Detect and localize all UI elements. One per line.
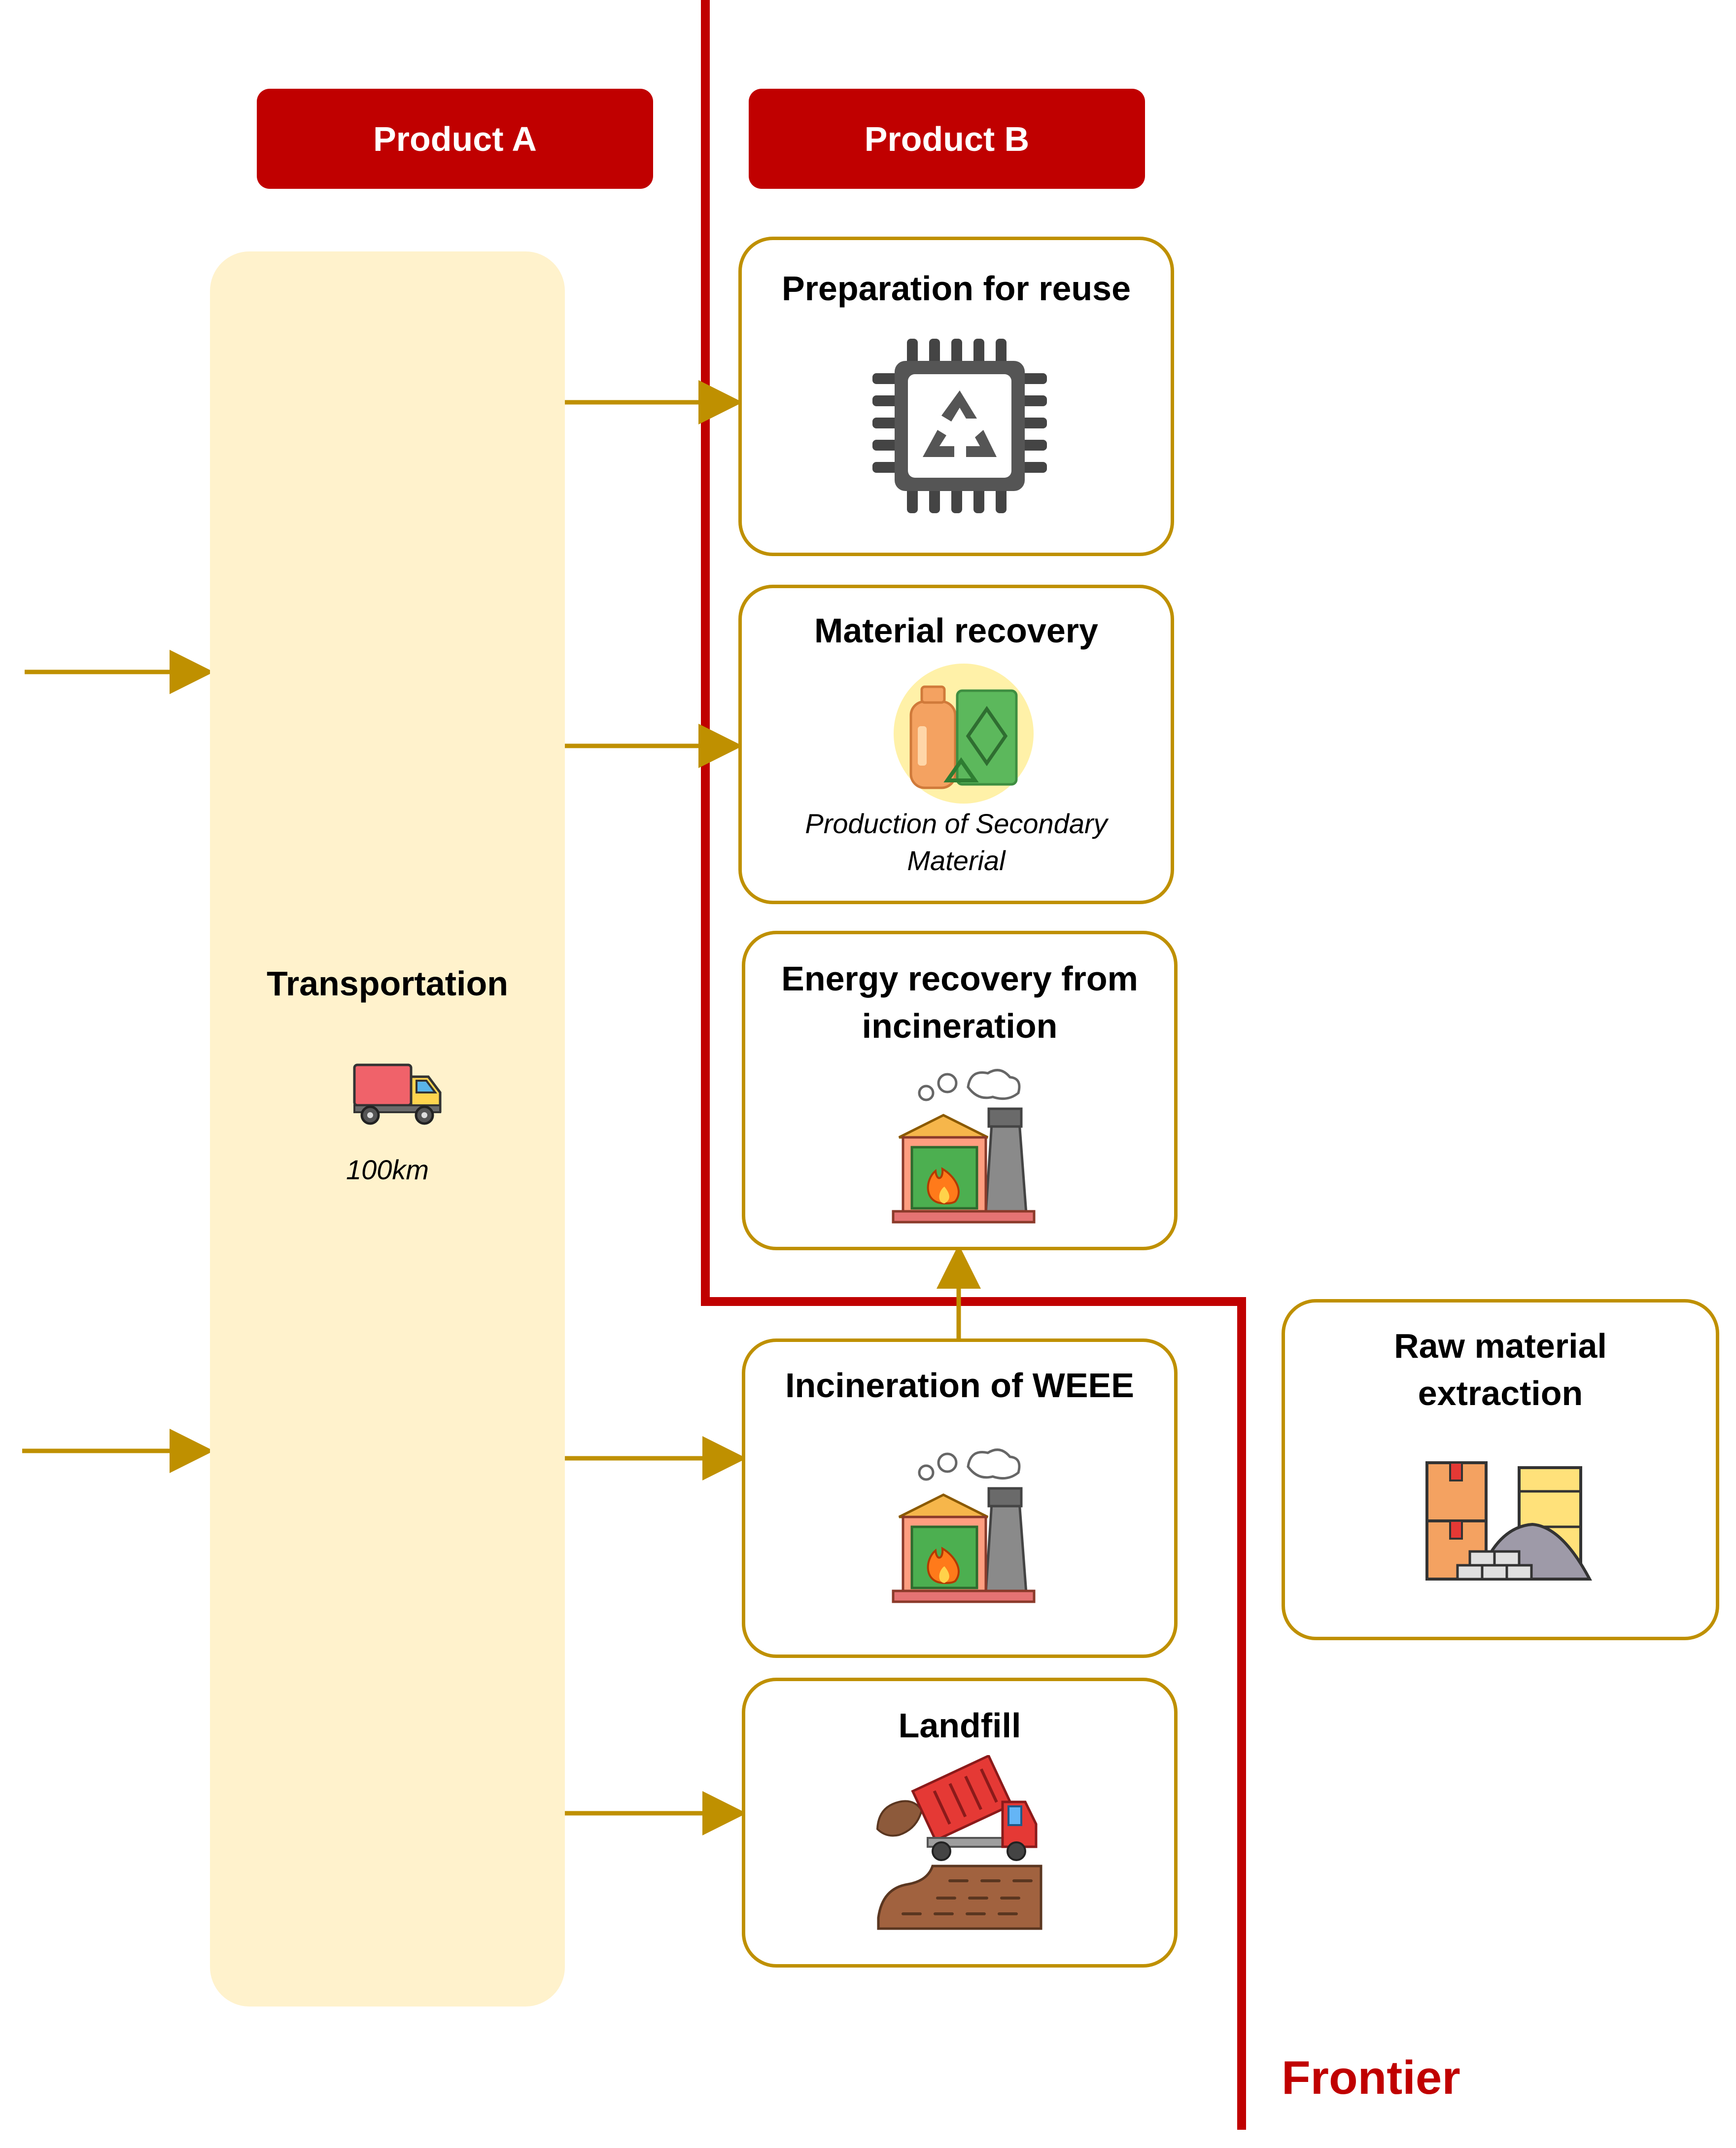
raw-title-line2: extraction	[1418, 1374, 1583, 1412]
truck-icon	[353, 1063, 442, 1125]
dump-truck-icon	[876, 1755, 1042, 1930]
transportation-distance: 100km	[346, 1154, 429, 1185]
energy-title-line2: incineration	[862, 1007, 1058, 1045]
incinerator-icon	[892, 1448, 1036, 1603]
recycled-materials-icon	[894, 664, 1034, 804]
box-material-recovery: Material recovery Production of Secondar…	[738, 585, 1174, 904]
box-preparation-for-reuse: Preparation for reuse	[738, 237, 1174, 556]
raw-materials-icon	[1425, 1461, 1592, 1581]
product-a-header: Product A	[257, 89, 653, 189]
energy-title-line1: Energy recovery from	[781, 959, 1138, 998]
reuse-title: Preparation for reuse	[782, 269, 1131, 308]
frontier-label: Frontier	[1282, 2051, 1460, 2104]
box-raw-material-extraction: Raw material extraction	[1282, 1299, 1719, 1640]
material-title: Material recovery	[814, 611, 1098, 650]
recycled-chip-icon	[872, 339, 1047, 513]
material-subtitle-line1: Production of Secondary	[805, 808, 1108, 839]
raw-title-line1: Raw material	[1394, 1327, 1607, 1365]
frontier-line	[701, 0, 1246, 2130]
box-landfill: Landfill	[742, 1678, 1178, 1968]
transportation-block: Transportation 100km	[210, 251, 565, 2007]
transportation-title: Transportation	[266, 964, 509, 1003]
box-incineration-weee: Incineration of WEEE	[742, 1338, 1178, 1658]
landfill-title: Landfill	[898, 1706, 1021, 1745]
product-b-header: Product B	[749, 89, 1145, 189]
box-energy-recovery: Energy recovery from incineration	[742, 931, 1178, 1250]
material-subtitle-line2: Material	[907, 845, 1006, 876]
incinerator-icon	[892, 1069, 1036, 1224]
incineration-title: Incineration of WEEE	[785, 1366, 1134, 1405]
